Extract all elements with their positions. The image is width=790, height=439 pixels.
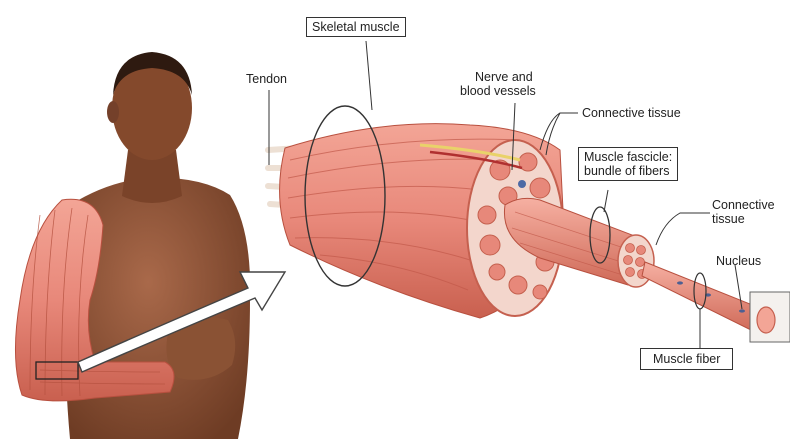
muscle-fiber-label: Muscle fiber	[640, 348, 733, 370]
connective-tissue-right-line1: Connective	[712, 198, 775, 212]
ear	[107, 101, 119, 123]
connective-tissue-top-label: Connective tissue	[582, 106, 681, 120]
nucleus-label: Nucleus	[716, 254, 761, 268]
tendon-label: Tendon	[246, 72, 287, 86]
fascicle-label-line1: Muscle fascicle:	[584, 150, 672, 164]
nerve-vessels-label-line1: Nerve and	[472, 70, 536, 84]
fascicle-label-line2: bundle of fibers	[584, 164, 672, 178]
muscle-fiber	[642, 262, 790, 342]
person-figure	[15, 52, 250, 439]
fascicle-label: Muscle fascicle: bundle of fibers	[578, 147, 678, 181]
vessel-cross-section	[518, 180, 526, 188]
skeletal-muscle-label: Skeletal muscle	[306, 17, 406, 37]
nerve-vessels-label: Nerve and blood vessels	[472, 70, 536, 98]
connective-tissue-right-label: Connective tissue	[712, 198, 775, 226]
fiber-body	[642, 262, 760, 332]
connective-tissue-right-line2: tissue	[712, 212, 775, 226]
fiber-end	[757, 307, 775, 333]
nerve-vessels-label-line2: blood vessels	[460, 84, 536, 98]
